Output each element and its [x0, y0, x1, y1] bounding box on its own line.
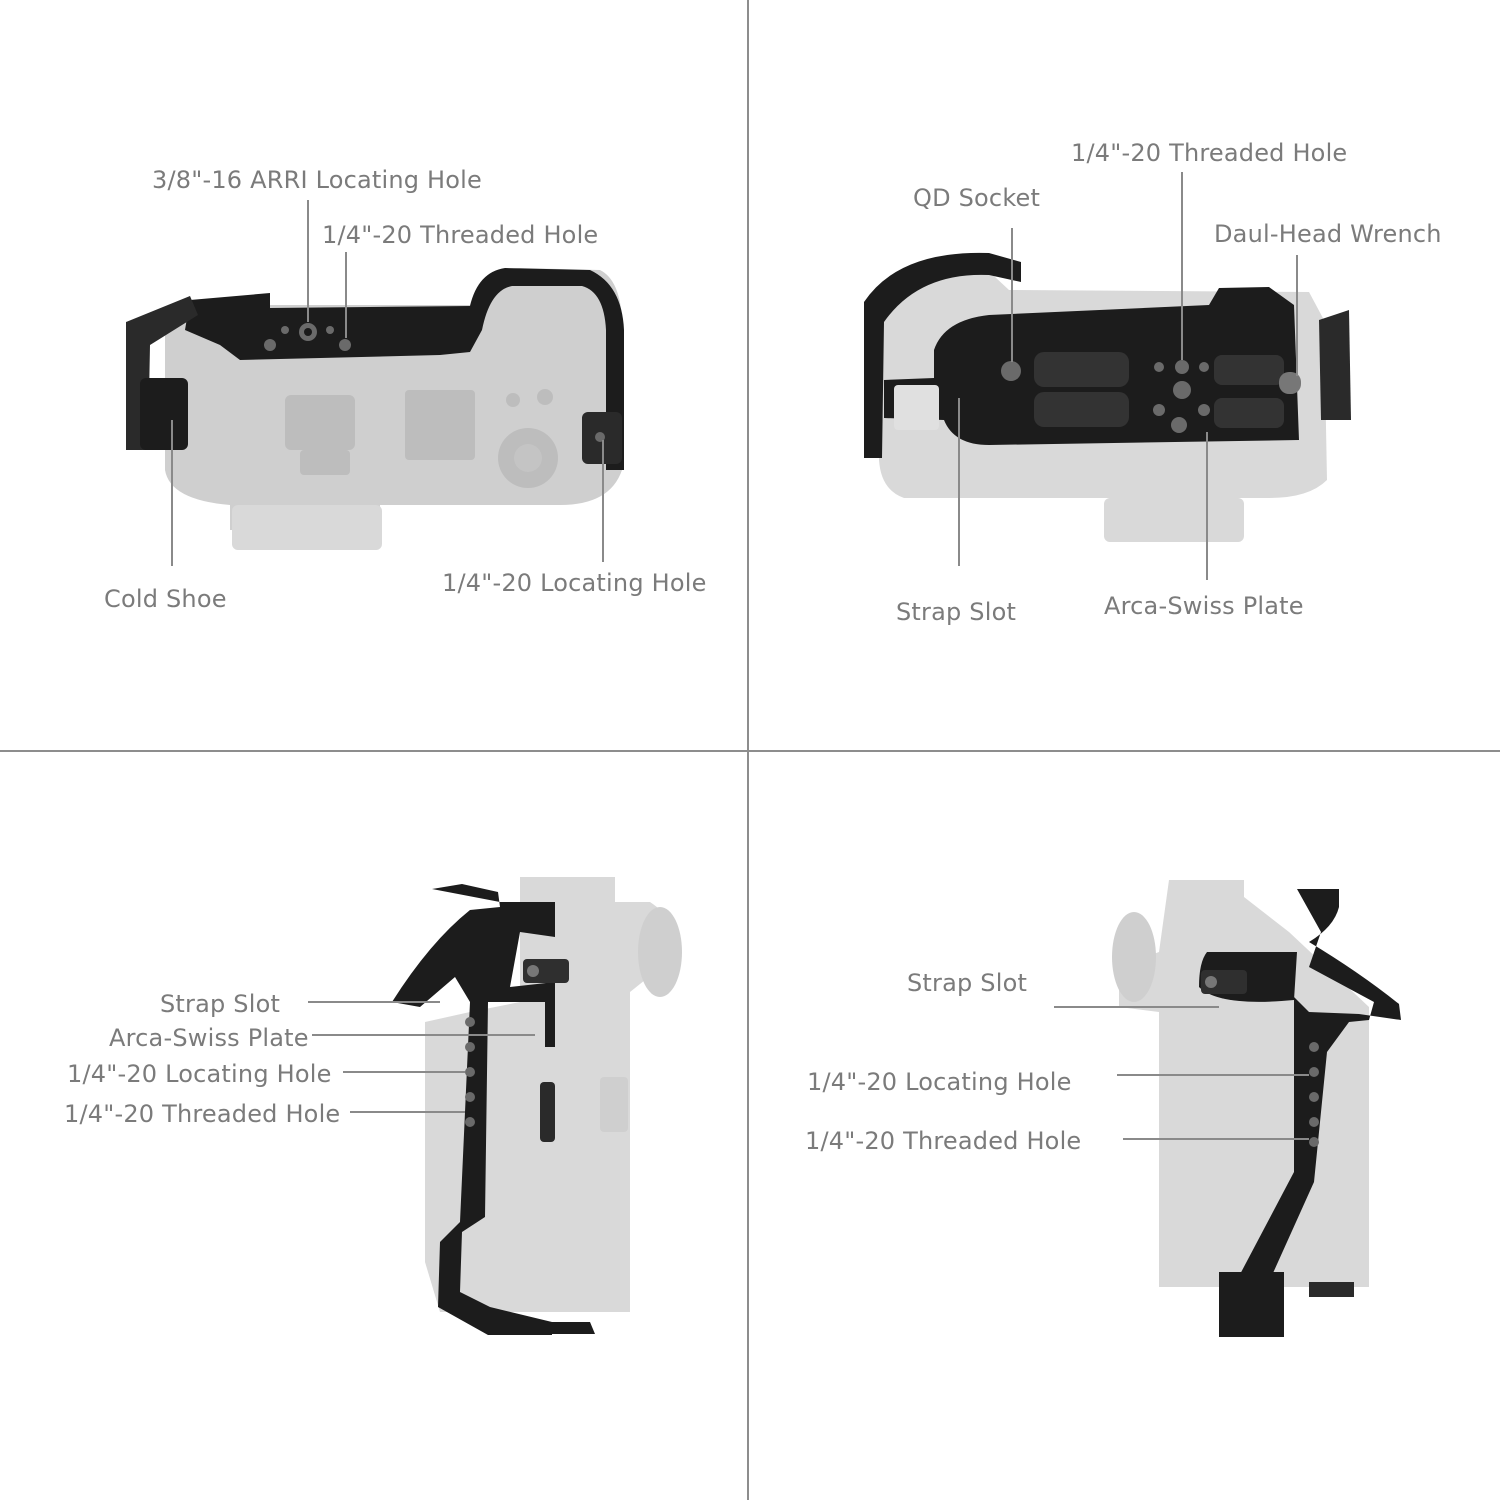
camera-bottom-view-illustration [864, 172, 1351, 580]
panel-bottom-right: Strap Slot 1/4"-20 Locating Hole 1/4"-20… [749, 752, 1500, 1500]
label-arca-swiss-plate: Arca-Swiss Plate [109, 1024, 309, 1052]
panel-bottom-left: Strap Slot Arca-Swiss Plate 1/4"-20 Loca… [0, 752, 747, 1500]
label-threaded-hole: 1/4"-20 Threaded Hole [1071, 139, 1348, 167]
panel-top-left: 3/8"-16 ARRI Locating Hole 1/4"-20 Threa… [0, 0, 747, 750]
label-locating-hole: 1/4"-20 Locating Hole [67, 1060, 332, 1088]
horizontal-divider [0, 750, 1500, 752]
panel-top-right: 1/4"-20 Threaded Hole QD Socket Daul-Hea… [749, 0, 1500, 750]
camera-top-view-illustration [126, 200, 624, 566]
camera-side-view-illustration [308, 877, 682, 1335]
label-threaded-hole: 1/4"-20 Threaded Hole [322, 221, 599, 249]
label-cold-shoe: Cold Shoe [104, 585, 227, 613]
label-strap-slot: Strap Slot [896, 598, 1017, 626]
label-locating-hole: 1/4"-20 Locating Hole [807, 1068, 1072, 1096]
label-strap-slot: Strap Slot [907, 969, 1028, 997]
label-arca-swiss-plate: Arca-Swiss Plate [1104, 592, 1304, 620]
label-qd-socket: QD Socket [913, 184, 1041, 212]
label-threaded-hole: 1/4"-20 Threaded Hole [805, 1127, 1082, 1155]
camera-side-view-illustration-right [1054, 880, 1401, 1337]
label-strap-slot: Strap Slot [160, 990, 281, 1018]
label-arri-locating-hole: 3/8"-16 ARRI Locating Hole [152, 166, 483, 194]
label-locating-hole: 1/4"-20 Locating Hole [442, 569, 707, 597]
label-threaded-hole: 1/4"-20 Threaded Hole [64, 1100, 341, 1128]
label-dual-head-wrench: Daul-Head Wrench [1214, 220, 1442, 248]
